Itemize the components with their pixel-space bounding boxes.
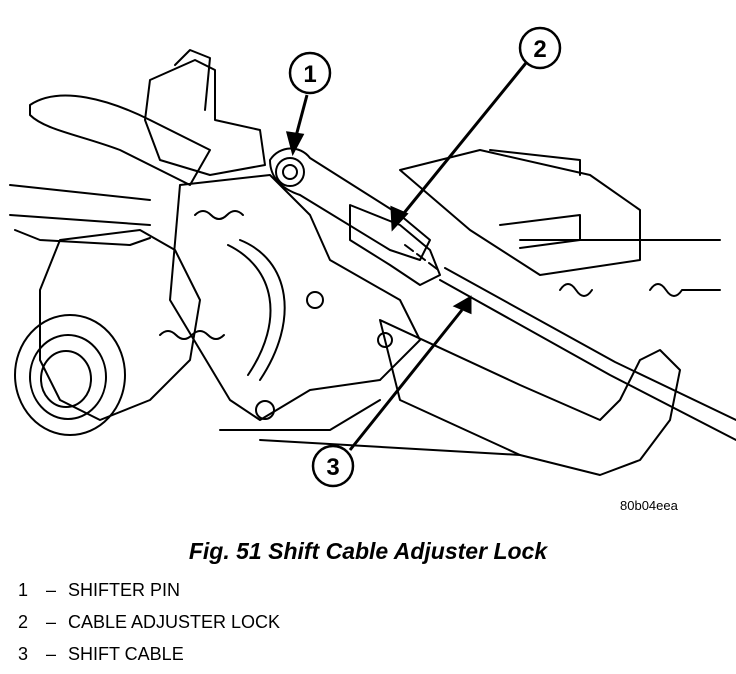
callout-1-circle xyxy=(288,51,332,95)
cable-bracket xyxy=(379,319,681,476)
ignition-bezel-outer xyxy=(14,314,126,436)
legend-separator: – xyxy=(45,580,56,600)
legend-separator: – xyxy=(45,612,56,632)
figure-caption: Fig. 51 Shift Cable Adjuster Lock xyxy=(188,538,548,564)
cable-adjuster-lock xyxy=(349,204,441,286)
detent-spring-lower xyxy=(159,330,225,340)
legend-item: 3–SHIFT CABLE xyxy=(18,642,280,666)
ignition-bezel-inner xyxy=(29,334,107,420)
legend-item: 2–CABLE ADJUSTER LOCK xyxy=(18,610,280,634)
legend-label: CABLE ADJUSTER LOCK xyxy=(68,612,281,632)
legend-separator: – xyxy=(45,644,56,664)
legend-label: SHIFTER PIN xyxy=(68,580,181,600)
legend-number: 1 xyxy=(18,580,29,600)
housing-body xyxy=(39,229,201,421)
shift-cable xyxy=(439,279,736,441)
shifter-lever xyxy=(269,147,431,261)
callout-1-arrowhead xyxy=(285,131,305,157)
callout-2-leader xyxy=(398,57,532,219)
shift-plate xyxy=(169,174,421,421)
callout-1-leader xyxy=(293,94,309,141)
callout-2-number: 2 xyxy=(533,36,546,63)
legend-label: SHIFT CABLE xyxy=(68,644,184,664)
callout-3-circle xyxy=(311,444,355,488)
callout-1-number: 1 xyxy=(303,61,316,88)
legend-number: 2 xyxy=(18,612,29,632)
callout-2-circle xyxy=(518,26,562,70)
figure-code: 80b04eea xyxy=(620,498,678,513)
legend-number: 3 xyxy=(18,644,29,664)
shifter-pin xyxy=(275,157,305,187)
callout-3-arrowhead xyxy=(452,295,472,315)
callout-2-arrowhead xyxy=(390,205,409,232)
steering-column-tube xyxy=(29,94,211,186)
legend: 1–SHIFTER PIN 2–CABLE ADJUSTER LOCK 3–SH… xyxy=(18,578,280,674)
detent-spring-upper xyxy=(194,210,244,220)
callout-3-number: 3 xyxy=(326,454,339,481)
switch-block xyxy=(144,59,266,176)
legend-item: 1–SHIFTER PIN xyxy=(18,578,280,602)
callout-3-leader xyxy=(348,309,464,451)
shift-cable-illustration: 1 2 3 xyxy=(9,26,736,488)
